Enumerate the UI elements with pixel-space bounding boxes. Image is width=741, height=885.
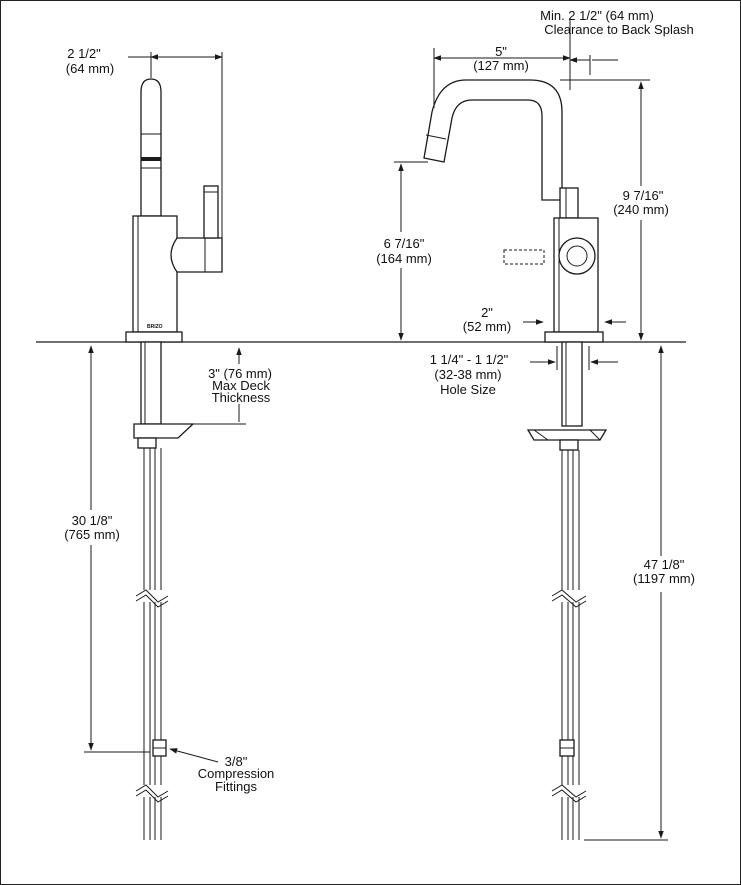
fitting-label-line3: Fittings: [215, 779, 257, 794]
left-supply-length-label: 30 1/8": [72, 513, 113, 528]
left-width-mm-label: (64 mm): [66, 61, 114, 76]
base-mm-label: (52 mm): [463, 319, 511, 334]
fitting-label-line2: Compression: [198, 766, 275, 781]
deck-label-line3: Thickness: [212, 390, 271, 405]
base-label: 2": [481, 305, 493, 320]
reach-label: 5": [495, 44, 507, 59]
right-labels: Min. 2 1/2" (64 mm) Clearance to Back Sp…: [376, 8, 695, 586]
fitting-label-line1: 3/8": [225, 754, 248, 769]
right-dimensions: [394, 18, 668, 841]
hole-size-label-line1: 1 1/4" - 1 1/2": [430, 352, 509, 367]
height-mm-label: (240 mm): [613, 202, 669, 217]
left-faucet-side-view: BRIZO: [125, 78, 223, 840]
left-width-label: 2 1/2": [67, 46, 101, 61]
clearance-label-line2: Clearance to Back Splash: [544, 22, 694, 37]
spout-height-mm-label: (164 mm): [376, 251, 432, 266]
right-faucet-front-view: [423, 79, 608, 840]
deck-label-line1: 3" (76 mm): [208, 366, 272, 381]
left-supply-length-mm-label: (765 mm): [64, 527, 120, 542]
hole-size-label-line2: (32-38 mm): [434, 367, 501, 382]
left-dimensions: [84, 52, 246, 763]
brand-logo: BRIZO: [147, 324, 163, 330]
left-labels: 2 1/2" (64 mm) 3" (76 mm) Max Deck Thick…: [64, 46, 274, 794]
spout-height-label: 6 7/16": [384, 236, 425, 251]
right-supply-length-mm-label: (1197 mm): [633, 571, 695, 586]
deck-label-line2: Max Deck: [212, 378, 270, 393]
clearance-label-line1: Min. 2 1/2" (64 mm): [540, 8, 654, 23]
right-supply-length-label: 47 1/8": [644, 557, 685, 572]
height-label: 9 7/16": [623, 188, 664, 203]
reach-mm-label: (127 mm): [473, 58, 529, 73]
hole-size-label-line3: Hole Size: [440, 382, 496, 397]
